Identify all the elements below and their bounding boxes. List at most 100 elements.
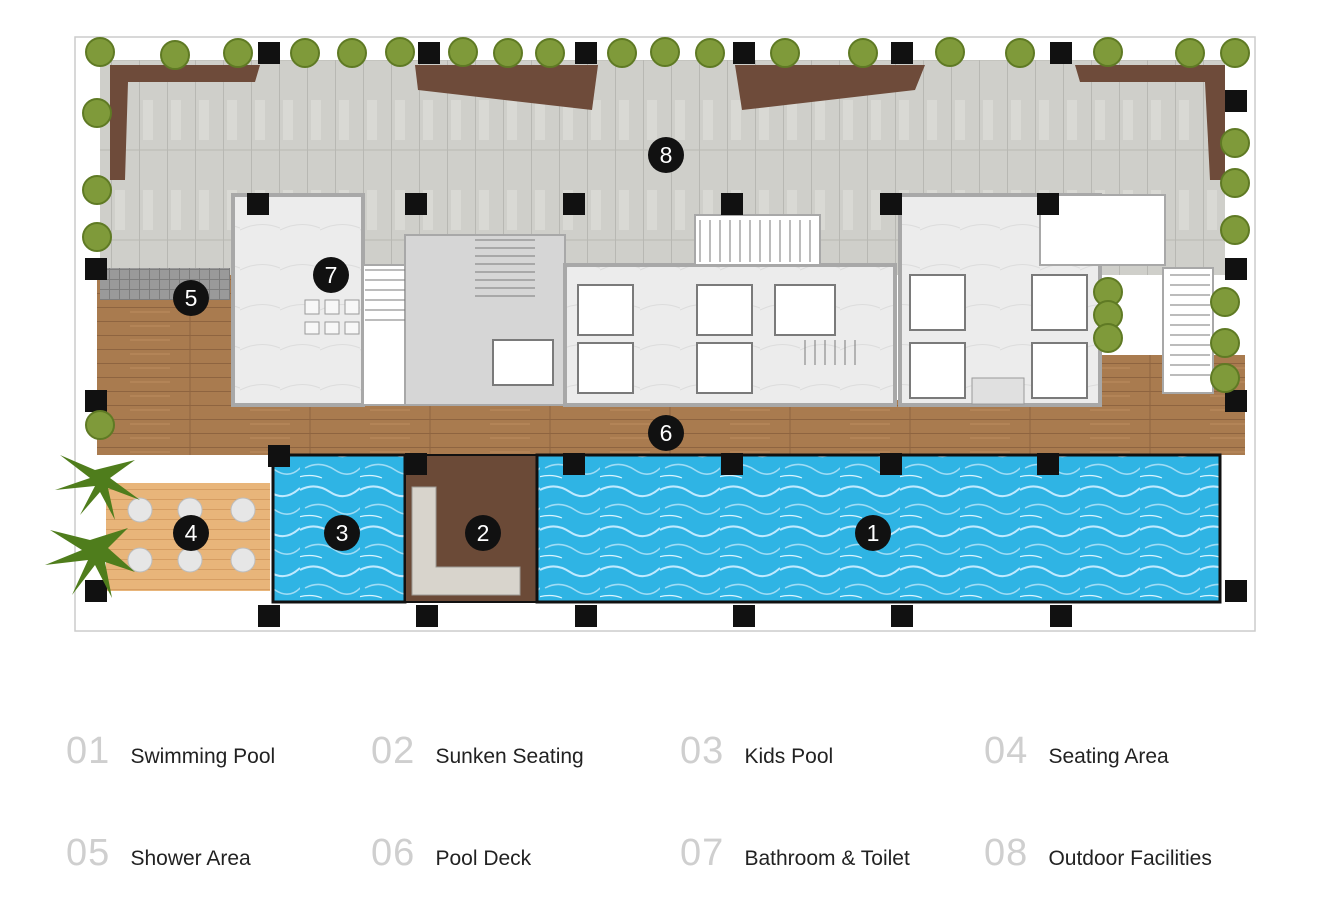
shrub bbox=[85, 410, 115, 440]
legend-label: Pool Deck bbox=[435, 846, 532, 870]
shrub bbox=[337, 38, 367, 68]
column bbox=[1050, 605, 1072, 627]
marker-3[interactable]: 3 bbox=[324, 515, 360, 551]
column bbox=[1037, 193, 1059, 215]
column bbox=[880, 193, 902, 215]
shrub bbox=[770, 38, 800, 68]
legend-item-outdoor-facilities: 08 Outdoor Facilities bbox=[984, 832, 1212, 882]
legend-item-seating-area: 04 Seating Area bbox=[984, 730, 1169, 780]
planter-center-left bbox=[415, 65, 598, 110]
column bbox=[891, 605, 913, 627]
lift-cars bbox=[492, 274, 1088, 399]
legend-label: Swimming Pool bbox=[130, 744, 276, 768]
column bbox=[891, 42, 913, 64]
marker-4[interactable]: 4 bbox=[173, 515, 209, 551]
marker-7[interactable]: 7 bbox=[313, 257, 349, 293]
legend-label: Shower Area bbox=[130, 846, 251, 870]
legend-label: Bathroom & Toilet bbox=[744, 846, 910, 870]
shrub bbox=[160, 40, 190, 70]
marker-8[interactable]: 8 bbox=[648, 137, 684, 173]
column bbox=[405, 453, 427, 475]
column bbox=[721, 193, 743, 215]
shrub bbox=[1210, 363, 1240, 393]
marker-6[interactable]: 6 bbox=[648, 415, 684, 451]
marker-2[interactable]: 2 bbox=[465, 515, 501, 551]
column bbox=[721, 453, 743, 475]
legend-item-shower-area: 05 Shower Area bbox=[66, 832, 251, 882]
column bbox=[416, 605, 438, 627]
column bbox=[1225, 390, 1247, 412]
column bbox=[880, 453, 902, 475]
legend-label: Kids Pool bbox=[744, 744, 834, 768]
shrub bbox=[223, 38, 253, 68]
column bbox=[733, 605, 755, 627]
shrub bbox=[1093, 323, 1123, 353]
column bbox=[268, 445, 290, 467]
legend-number: 04 bbox=[984, 730, 1029, 772]
legend-number: 01 bbox=[66, 730, 111, 772]
legend: 01 Swimming Pool 02 Sunken Seating 03 Ki… bbox=[0, 720, 1321, 900]
shrub bbox=[82, 175, 112, 205]
column bbox=[563, 453, 585, 475]
column bbox=[575, 605, 597, 627]
pool-deck bbox=[97, 275, 1245, 455]
marker-1[interactable]: 1 bbox=[855, 515, 891, 551]
planter-east bbox=[1075, 65, 1225, 180]
stairs bbox=[365, 220, 1210, 376]
column bbox=[85, 580, 107, 602]
legend-item-kids-pool: 03 Kids Pool bbox=[680, 730, 833, 780]
shrub bbox=[1005, 38, 1035, 68]
legend-number: 02 bbox=[371, 730, 416, 772]
column bbox=[405, 193, 427, 215]
legend-item-bathroom-toilet: 07 Bathroom & Toilet bbox=[680, 832, 910, 882]
legend-label: Outdoor Facilities bbox=[1048, 846, 1212, 870]
shrub bbox=[85, 37, 115, 67]
shrub bbox=[695, 38, 725, 68]
landscape-shrubs bbox=[82, 37, 1250, 440]
legend-number: 06 bbox=[371, 832, 416, 874]
column bbox=[85, 258, 107, 280]
shrub bbox=[1220, 38, 1250, 68]
column bbox=[1037, 453, 1059, 475]
column bbox=[418, 42, 440, 64]
shrub bbox=[1220, 128, 1250, 158]
marker-5[interactable]: 5 bbox=[173, 280, 209, 316]
shrub bbox=[1210, 328, 1240, 358]
column bbox=[1225, 258, 1247, 280]
sunken-sofa bbox=[411, 486, 521, 596]
column bbox=[1050, 42, 1072, 64]
planter-west bbox=[110, 65, 260, 180]
column bbox=[85, 390, 107, 412]
legend-label: Sunken Seating bbox=[435, 744, 584, 768]
shrub bbox=[848, 38, 878, 68]
legend-number: 08 bbox=[984, 832, 1029, 874]
legend-item-sunken-seating: 02 Sunken Seating bbox=[371, 730, 584, 780]
planter-center-right bbox=[735, 65, 925, 110]
toilet-fixtures bbox=[304, 299, 360, 335]
column bbox=[563, 193, 585, 215]
column bbox=[247, 193, 269, 215]
shrub bbox=[607, 38, 637, 68]
shrub bbox=[290, 38, 320, 68]
shower-area bbox=[100, 268, 230, 300]
shrub bbox=[82, 98, 112, 128]
palm-trees bbox=[45, 455, 140, 598]
legend-number: 07 bbox=[680, 832, 725, 874]
shrub bbox=[385, 37, 415, 67]
shrub bbox=[1210, 287, 1240, 317]
legend-label: Seating Area bbox=[1048, 744, 1169, 768]
column bbox=[733, 42, 755, 64]
structural-columns bbox=[85, 42, 1247, 627]
floor-plan: 1 2 3 4 5 6 7 8 bbox=[45, 36, 1256, 632]
legend-item-swimming-pool: 01 Swimming Pool bbox=[66, 730, 275, 780]
shrub bbox=[448, 37, 478, 67]
lobby-sofa bbox=[971, 377, 1025, 405]
shrub bbox=[1220, 215, 1250, 245]
shrub bbox=[650, 37, 680, 67]
column bbox=[258, 605, 280, 627]
shrub bbox=[935, 37, 965, 67]
floor-plan-drawing bbox=[45, 36, 1256, 632]
shrub bbox=[1175, 38, 1205, 68]
legend-number: 05 bbox=[66, 832, 111, 874]
legend-item-pool-deck: 06 Pool Deck bbox=[371, 832, 531, 882]
